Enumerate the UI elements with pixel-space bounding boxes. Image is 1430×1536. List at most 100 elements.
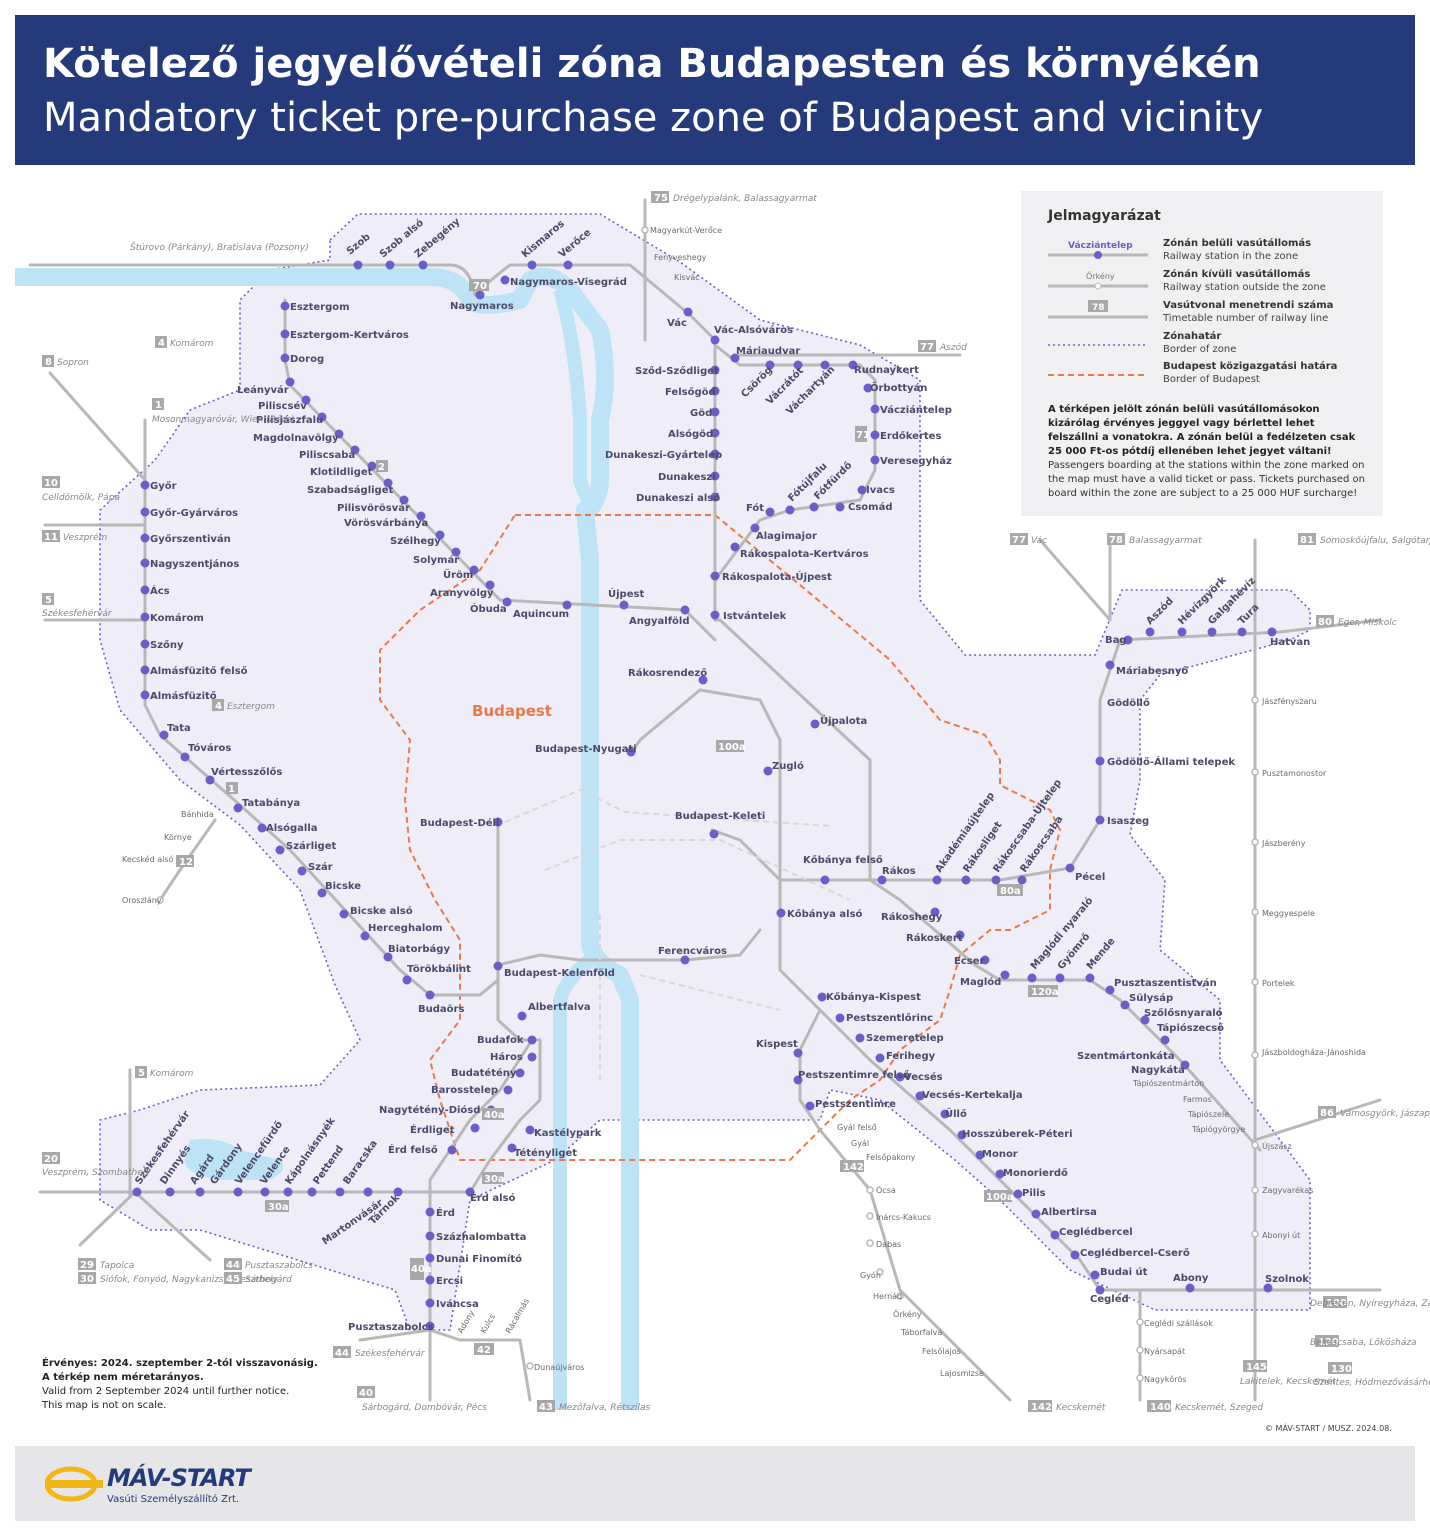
outside-station-label: Felsőpakony — [866, 1153, 916, 1162]
outside-station-label: Felsőlajos — [922, 1347, 961, 1356]
destination-number: 80 — [1318, 617, 1332, 628]
station-label: Ecser — [954, 956, 984, 967]
station-label: Üröm — [443, 567, 473, 581]
destination-number: 10 — [44, 478, 58, 489]
station-label: Alsógalla — [266, 822, 318, 834]
legend-label-hu: Zónahatár — [1163, 331, 1222, 342]
title-english: Mandatory ticket pre-purchase zone of Bu… — [43, 95, 1264, 141]
station-label: Máriabesnyő — [1116, 665, 1188, 677]
destination-number: 142 — [1031, 1402, 1052, 1413]
line-badge: 40a — [484, 1110, 505, 1121]
legend-note-hungarian: A térképen jelölt zónán belüli vasútállo… — [1048, 404, 1356, 457]
outside-station-label: Tápiószentmárton — [1132, 1078, 1204, 1088]
zone-area — [99, 213, 1311, 1331]
title-banner: Kötelező jegyelővételi zóna Budapesten é… — [15, 15, 1415, 165]
station-label: Ceglédbercel — [1059, 1226, 1133, 1238]
outside-station-label: Nyársapát — [1144, 1347, 1185, 1356]
destination-text: Komárom — [170, 339, 214, 349]
station-label: Abony — [1173, 1273, 1209, 1284]
destination-text: Kecskemét — [1056, 1402, 1106, 1413]
destination-text: Aszód — [939, 342, 967, 353]
lake-velence — [184, 1138, 284, 1180]
zone-border-symbol — [1048, 344, 1148, 346]
station-label: Háros — [490, 1051, 523, 1063]
outside-station-label: Jászfényszaru — [1261, 696, 1317, 706]
line-number-badges: 70 2 1 71 100a 80a 120a 142 100a 40a 30a… — [176, 279, 1059, 1280]
station-label: Pusztaszabolcs — [348, 1322, 434, 1333]
legend-item-budapest-border: Budapest közigazgatási határa Border of … — [1048, 361, 1378, 391]
outside-station-label: Jászberény — [1261, 838, 1306, 848]
station-label: Újpalota — [820, 714, 867, 727]
svg-text:Vácziántelep: Vácziántelep — [1068, 241, 1133, 251]
station-label: Dunai Finomító — [436, 1253, 522, 1265]
destination-number: 77 — [1012, 535, 1026, 546]
station-label: Istvántelek — [723, 610, 787, 622]
legend-label-hu: Budapest közigazgatási határa — [1163, 361, 1338, 372]
station-label: Biatorbágy — [388, 943, 450, 955]
station-label: Kispest — [756, 1039, 798, 1050]
station-label: Törökbálint — [407, 963, 471, 975]
title-hungarian: Kötelező jegyelővételi zóna Budapesten é… — [43, 41, 1261, 87]
station-label: Tóváros — [188, 742, 231, 754]
mav-start-logo: MÁV-START Vasúti Személyszállító Zrt. — [45, 1464, 265, 1509]
outside-station-label: Tápiógyörgye — [1191, 1124, 1245, 1134]
destination-text: Drégelypalánk, Balassagyarmat — [673, 193, 817, 204]
station-label: Kastélypark — [534, 1127, 602, 1139]
station-label: Érd alsó — [470, 1191, 516, 1204]
station-label: Rákoskert — [906, 932, 963, 944]
outside-station-label: Újszász — [1262, 1140, 1292, 1151]
station-label: Almásfüzitő — [150, 690, 217, 702]
station-label: Angyalföld — [629, 616, 690, 627]
station-label: Vác — [667, 317, 687, 329]
station-label: Budapest-Nyugati — [535, 744, 637, 755]
station-label: Hatvan — [1270, 637, 1310, 648]
station-label: Vácziántelep — [880, 404, 952, 416]
destination-text: Mezőfalva, Rétszilas — [559, 1402, 651, 1413]
budapest-city-label: Budapest — [472, 702, 552, 720]
city-connector-lines — [504, 788, 851, 1080]
station-label: Rudnaykert — [854, 365, 919, 376]
station-label: Nagyszentjános — [150, 558, 239, 570]
validity-en-line2: This map is not on scale. — [42, 1400, 167, 1411]
outside-station-label: Jászboldogháza-Jánoshida — [1261, 1048, 1366, 1057]
legend-item-line-number: 78 Vasútvonal menetrendi száma Timetable… — [1048, 300, 1378, 330]
station-label: Pécel — [1075, 871, 1105, 883]
legend-label-en: Railway station in the zone — [1163, 251, 1299, 262]
line-badge: 100a — [986, 1192, 1014, 1203]
station-label: Dunakeszi alsó — [636, 492, 720, 504]
validity-hu-line2: A térkép nem méretarányos. — [42, 1372, 204, 1383]
logo-name: MÁV-START — [107, 1464, 251, 1492]
station-label: Esztergom-Kertváros — [290, 329, 409, 341]
legend-label-en: Railway station outside the zone — [1163, 282, 1326, 293]
line-badge: 120a — [1031, 987, 1059, 998]
station-label: Vecsés — [904, 1071, 943, 1083]
destination-text: Siófok, Fonyód, Nagykanizsa, Keszthely — [100, 1274, 279, 1285]
destination-number: 100 — [1326, 1298, 1347, 1309]
destination-number: 8 — [45, 357, 52, 368]
line-badge: 2 — [378, 462, 385, 473]
station-label: Tápiószecső — [1157, 1022, 1224, 1034]
station-label: Dunakeszi-Gyártelep — [605, 449, 722, 461]
destination-number: 120 — [1318, 1337, 1339, 1348]
outside-station-label: Kulcs — [479, 1313, 497, 1335]
legend-note-english: Passengers boarding at the stations with… — [1048, 460, 1365, 499]
station-label: Pestszentimre felső — [798, 1069, 910, 1081]
outside-station-label: Fenyveshegy — [654, 253, 707, 262]
footer: MÁV-START Vasúti Személyszállító Zrt. — [15, 1446, 1415, 1521]
outside-station-label: Farmos — [1183, 1095, 1212, 1104]
station-label: Budai út — [1100, 1266, 1148, 1278]
legend-item-in-zone-station: Vácziántelep Zónán belüli vasútállomás R… — [1048, 238, 1378, 268]
copyright: © MÁV-START / MUSZ. 2024.08. — [1265, 1424, 1392, 1433]
destination-text: Komárom — [150, 1069, 194, 1079]
station-label: Isaszeg — [1107, 816, 1149, 827]
destination-number: 45 — [226, 1274, 240, 1285]
station-label: Ceglédbercel-Cserő — [1080, 1247, 1190, 1259]
station-label: Vecsés-Kertekalja — [922, 1089, 1023, 1101]
destination-number: 40 — [359, 1388, 373, 1399]
outside-station-label: Kecskéd alsó — [122, 854, 174, 864]
station-label: Iváncsa — [436, 1298, 479, 1310]
line-badge: 40a — [411, 1264, 432, 1275]
outside-station-label: Gyál felső — [837, 1123, 877, 1132]
station-label: Budapest-Keleti — [675, 811, 765, 822]
station-label: Nagymaros — [450, 301, 514, 312]
